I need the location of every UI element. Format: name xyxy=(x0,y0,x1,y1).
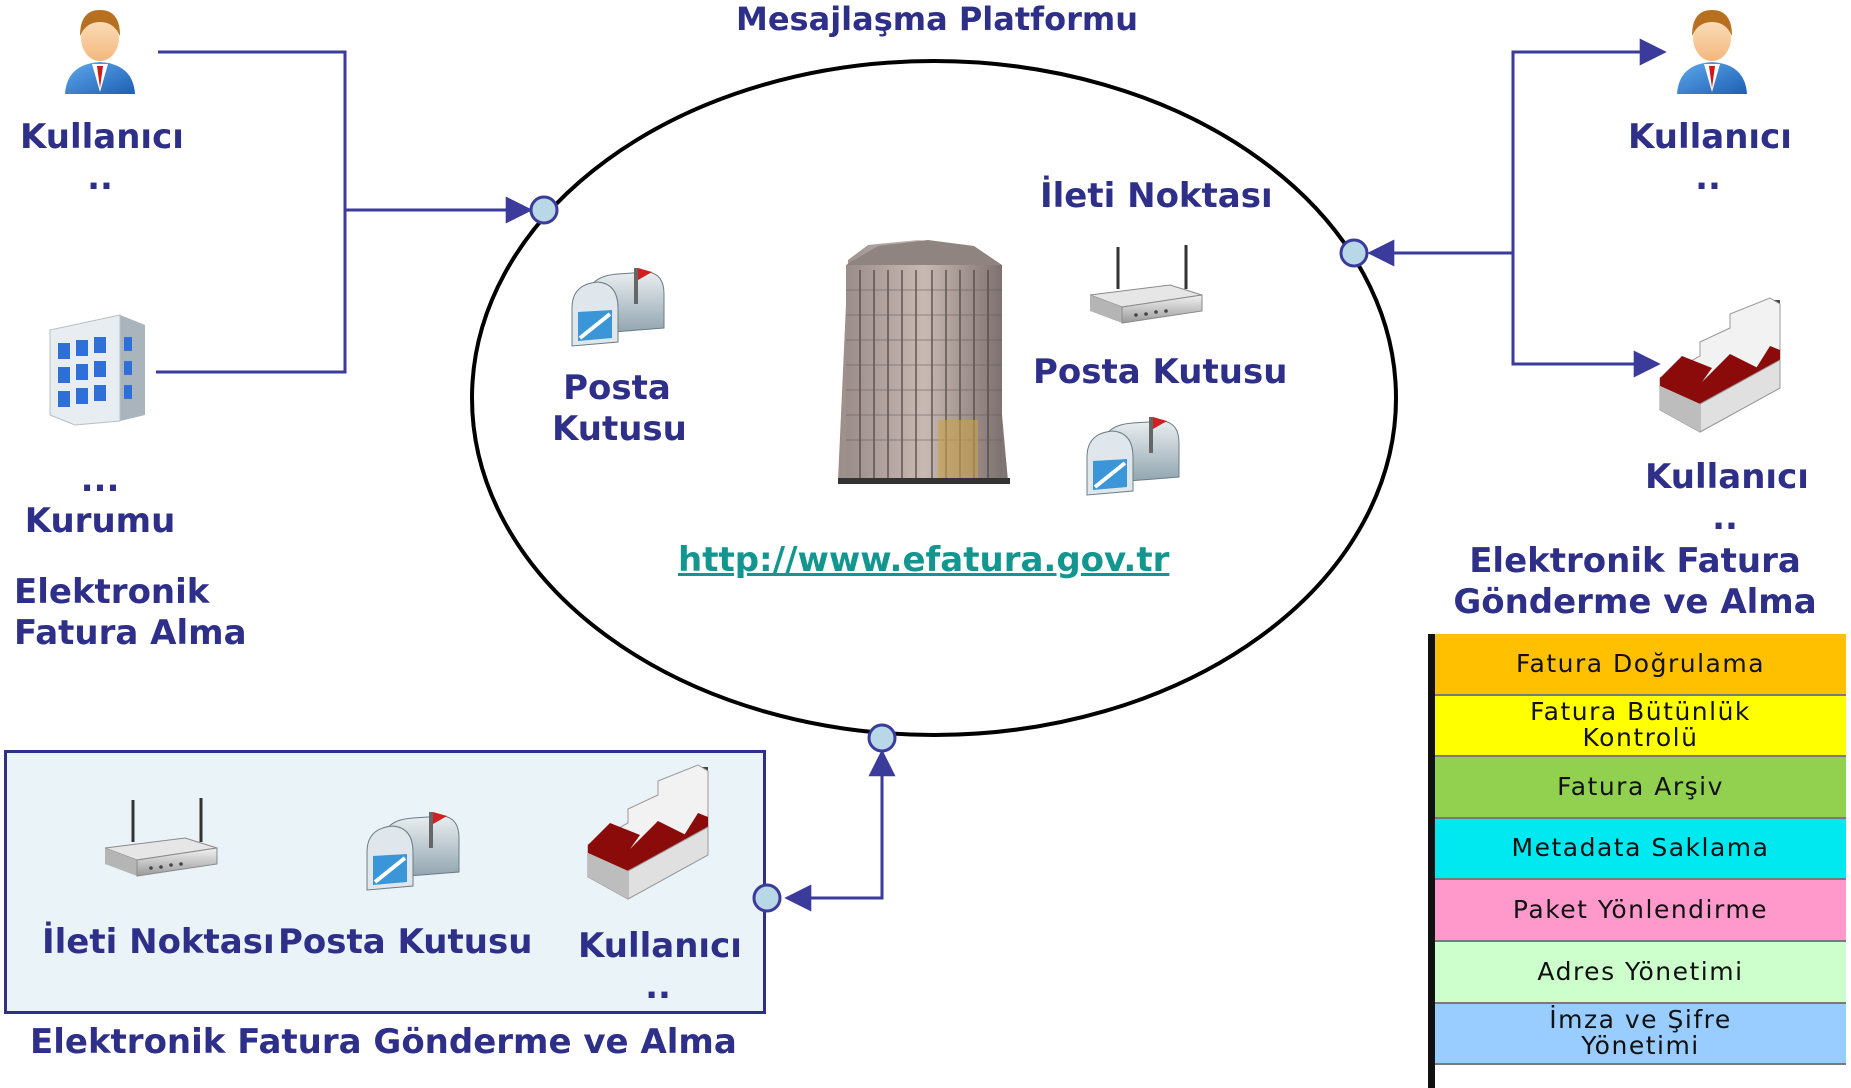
mailbox-icon xyxy=(1086,417,1180,496)
send-receive-right-line2: Gönderme ve Alma xyxy=(1453,581,1817,622)
right-user-name: Kullanıcı xyxy=(1628,117,1792,157)
factory-icon xyxy=(587,764,709,900)
node-left xyxy=(529,195,559,225)
connection-lines xyxy=(156,38,1667,912)
service-layer-label: Adres Yönetimi xyxy=(1537,956,1744,986)
right-factory-user-dots: .. xyxy=(1712,497,1738,538)
bottom-link-arrow xyxy=(784,749,896,912)
service-layer: Metadata Saklama xyxy=(1435,818,1846,881)
ileti-noktasi-label: İleti Noktası xyxy=(1040,176,1273,216)
posta-kutusu-right-label: Posta Kutusu xyxy=(1033,352,1288,392)
service-layer-label: Fatura Doğrulama xyxy=(1515,648,1766,678)
bottom-ileti-noktasi-label: İleti Noktası xyxy=(42,922,275,962)
router-icon xyxy=(1089,245,1203,324)
send-receive-label-right: Elektronik Fatura Gönderme ve Alma xyxy=(1440,541,1830,623)
tower-icon xyxy=(838,240,1010,484)
receive-invoice-line2: Fatura Alma xyxy=(14,612,247,653)
right-to-user-arrow xyxy=(1511,38,1667,253)
efatura-link[interactable]: http://www.efatura.gov.tr xyxy=(678,540,1170,580)
posta-kutusu-left-line2: Kutusu xyxy=(552,408,687,449)
platform-boundary xyxy=(470,59,1398,737)
posta-kutusu-left-line1: Posta xyxy=(563,368,671,408)
left-user-name: Kullanıcı xyxy=(20,117,184,157)
bottom-caption: Elektronik Fatura Gönderme ve Alma xyxy=(30,1022,737,1062)
left-user-label: Kullanıcı .. xyxy=(20,117,184,199)
bottom-posta-kutusu-label: Posta Kutusu xyxy=(278,922,533,962)
bottom-user-dots: .. xyxy=(645,966,671,1007)
mailbox-icon xyxy=(366,812,460,891)
platform-title: Mesajlaşma Platformu xyxy=(736,0,1138,38)
user-icon xyxy=(65,10,135,94)
service-layer: Adres Yönetimi xyxy=(1435,941,1846,1004)
service-layer: Fatura Doğrulama xyxy=(1435,634,1846,696)
right-factory-user-name: Kullanıcı xyxy=(1645,457,1809,497)
receive-invoice-line1: Elektronik xyxy=(14,572,210,612)
node-right xyxy=(1339,238,1369,268)
left-org-dots: ... xyxy=(80,460,120,500)
receive-invoice-label: Elektronik Fatura Alma xyxy=(14,572,247,654)
bottom-user-label: Kullanıcı .. xyxy=(578,926,742,1008)
service-layer-label: Metadata Saklama xyxy=(1511,833,1770,863)
user-icon xyxy=(1677,10,1747,94)
service-layer: Fatura Arşiv xyxy=(1435,757,1846,819)
left-org-name: Kurumu xyxy=(24,500,176,541)
left-user-dots: .. xyxy=(87,157,113,198)
posta-kutusu-left-label: Posta Kutusu xyxy=(552,368,687,450)
factory-icon xyxy=(1659,297,1781,433)
connection-nodes xyxy=(529,195,1369,913)
send-receive-right-line1: Elektronik Fatura xyxy=(1469,541,1801,581)
right-factory-user-label: Kullanıcı .. xyxy=(1645,457,1809,539)
left-bracket-line xyxy=(156,50,347,374)
right-user-label: Kullanıcı .. xyxy=(1628,117,1792,199)
service-layer: Paket Yönlendirme xyxy=(1435,880,1846,942)
node-bottom xyxy=(867,723,897,753)
right-user-dots: .. xyxy=(1695,157,1721,198)
building-icon xyxy=(49,314,145,426)
router-icon xyxy=(104,798,218,877)
left-org-label: ... Kurumu xyxy=(20,460,180,542)
node-sender xyxy=(752,883,782,913)
right-to-factory-arrow xyxy=(1511,253,1661,378)
bottom-user-name: Kullanıcı xyxy=(578,926,742,966)
mailbox-icon xyxy=(571,268,665,347)
service-layer-label: Fatura Arşiv xyxy=(1557,771,1724,801)
service-layer-label: Paket Yönlendirme xyxy=(1512,895,1769,925)
